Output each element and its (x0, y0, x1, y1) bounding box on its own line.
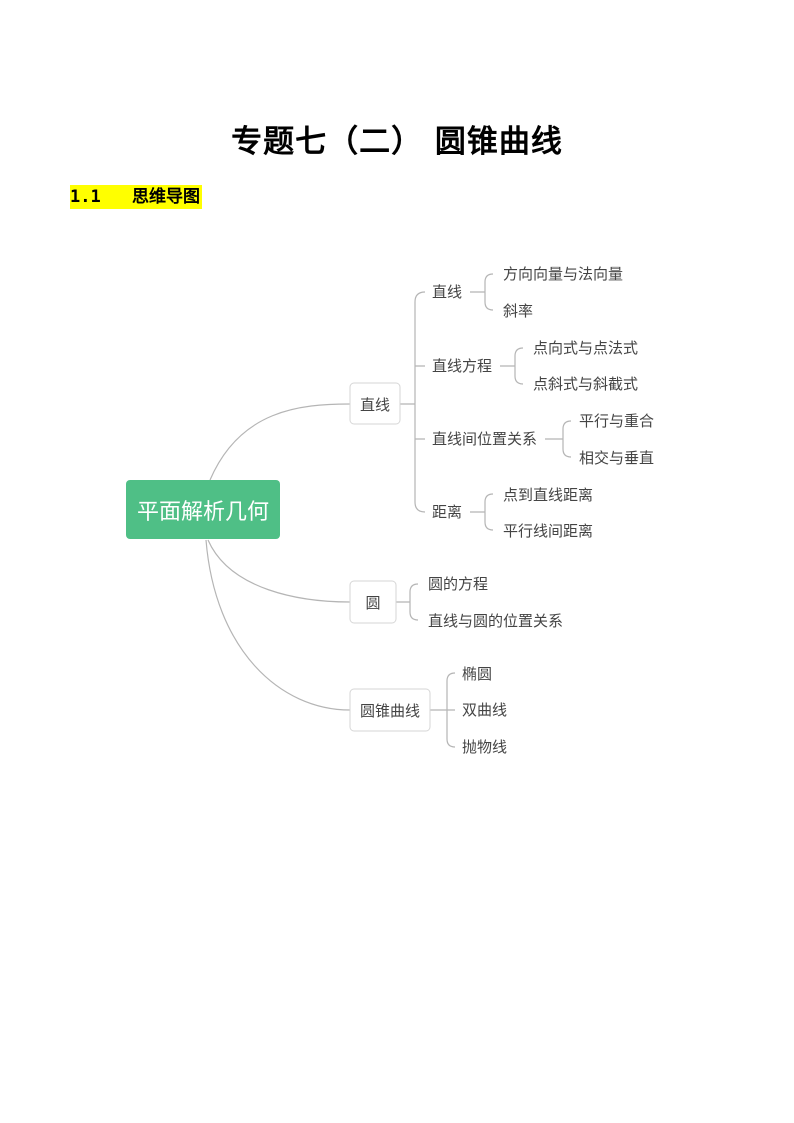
topic-point-direction-form: 点向式与点法式 (533, 339, 638, 357)
connector-root-conic (205, 539, 351, 711)
branch-circle-box (349, 580, 397, 624)
topic-point-line-distance: 点到直线距离 (503, 486, 593, 504)
bracket-line-branch (400, 291, 426, 513)
topic-line: 直线 (432, 283, 462, 301)
topic-intersect: 相交与垂直 (579, 449, 654, 467)
document-title: 专题七（二） 圆锥曲线 (231, 124, 563, 160)
root-node (126, 480, 280, 539)
connector-root-circle (207, 539, 351, 603)
branch-line-box (349, 382, 401, 425)
branch-line-label: 直线 (360, 396, 390, 414)
branch-conic-label: 圆锥曲线 (360, 702, 420, 720)
topic-line-relation: 直线间位置关系 (432, 430, 537, 448)
topic-line-slope: 斜率 (503, 302, 533, 320)
branch-conic-box (349, 688, 431, 732)
bracket-line-sub4 (470, 493, 494, 531)
bracket-conic-branch (430, 672, 456, 748)
topic-line-direction-vector: 方向向量与法向量 (503, 265, 623, 283)
topic-distance: 距离 (432, 503, 462, 521)
bracket-line-sub2 (500, 347, 524, 385)
section-title: 思维导图 (132, 187, 200, 207)
topic-parallel-line-distance: 平行线间距离 (503, 522, 593, 540)
topic-parallel: 平行与重合 (579, 412, 654, 430)
topic-point-slope-form: 点斜式与斜截式 (533, 375, 638, 393)
branch-circle-label: 圆 (365, 594, 380, 612)
topic-hyperbola: 双曲线 (462, 701, 507, 719)
root-node-label: 平面解析几何 (137, 500, 269, 525)
topic-ellipse: 椭圆 (462, 665, 492, 683)
topic-parabola: 抛物线 (462, 738, 507, 756)
section-number: 1.1 (70, 187, 101, 207)
connector-root-line (209, 403, 351, 481)
topic-circle-equation: 圆的方程 (428, 575, 488, 593)
bracket-circle-branch (396, 583, 419, 621)
bracket-line-sub1 (470, 273, 494, 311)
bracket-line-sub3 (545, 420, 572, 458)
topic-line-equation: 直线方程 (432, 357, 492, 375)
section-heading: 1.1 思维导图 (70, 185, 202, 209)
topic-line-circle-relation: 直线与圆的位置关系 (428, 612, 563, 630)
